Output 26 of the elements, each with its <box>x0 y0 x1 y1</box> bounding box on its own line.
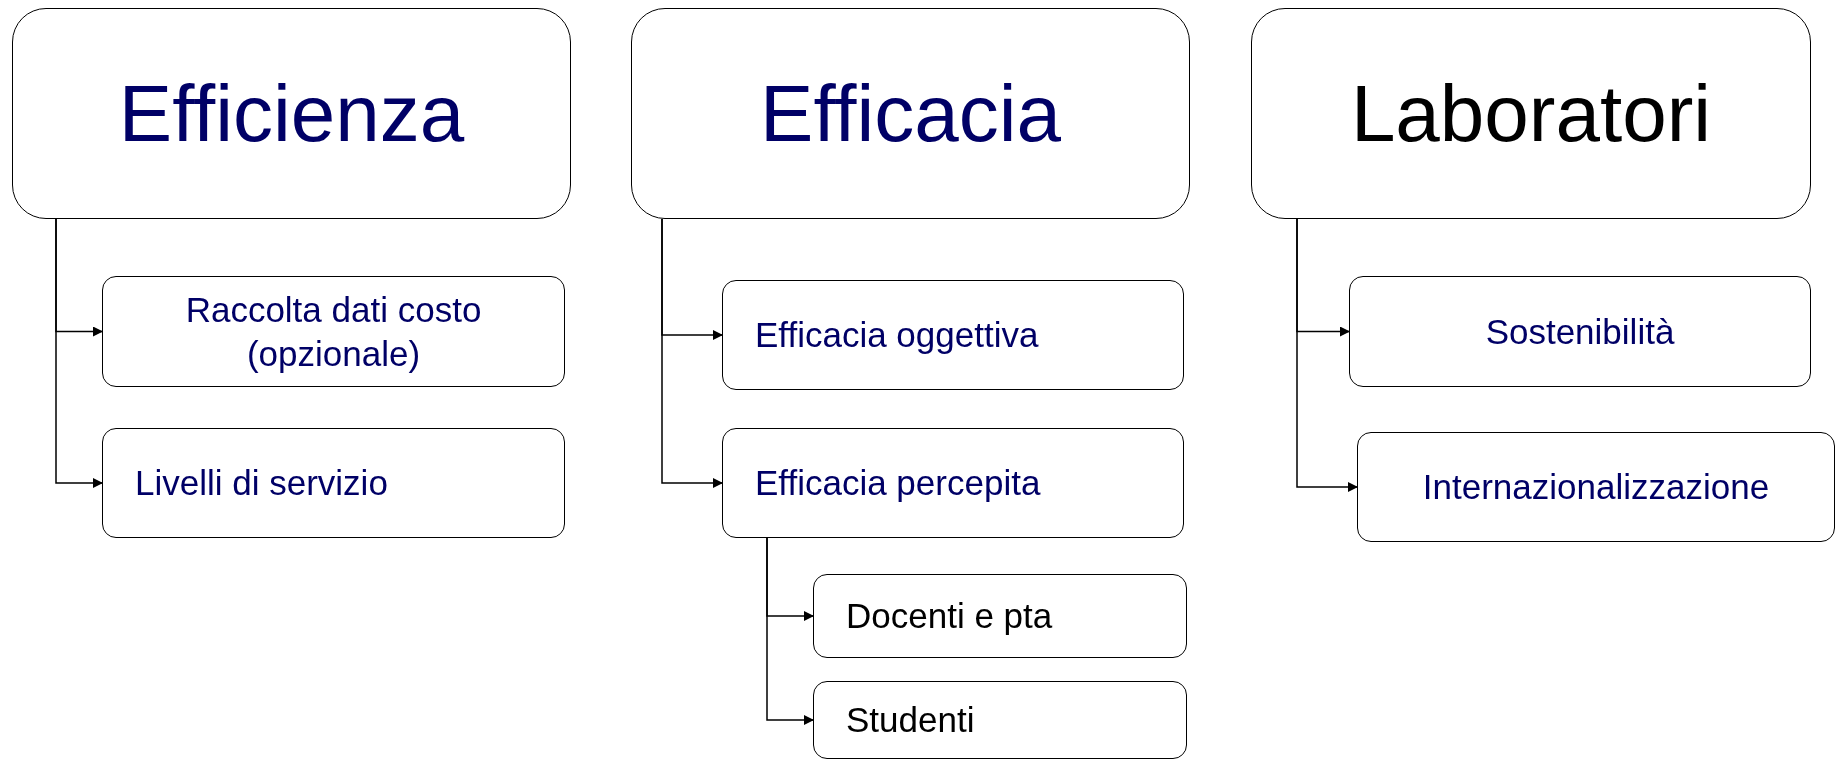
box-label: Raccolta dati costo (opzionale) <box>184 288 483 375</box>
box-label: Efficienza <box>117 67 466 160</box>
item-box <box>813 681 1187 759</box>
box-label: Sostenibilità <box>1484 310 1676 353</box>
connector-arrow <box>766 537 814 725</box>
item-box <box>1349 276 1811 387</box>
box-label: Studenti <box>845 699 976 742</box>
box-label: Efficacia <box>759 67 1062 160</box>
box-label: Docenti e pta <box>845 595 1054 638</box>
category-box <box>1251 8 1811 219</box>
box-label: Livelli di servizio <box>134 462 389 505</box>
box-label: Efficacia oggettiva <box>754 314 1040 357</box>
item-box <box>722 280 1184 390</box>
box-label: Efficacia percepita <box>754 462 1042 505</box>
item-box <box>102 276 565 387</box>
item-box <box>1357 432 1835 542</box>
category-box <box>631 8 1190 219</box>
item-box <box>813 574 1187 658</box>
box-label: Laboratori <box>1349 67 1713 160</box>
category-box <box>12 8 571 219</box>
connector-arrow <box>1296 218 1358 492</box>
item-box <box>102 428 565 538</box>
connector-arrow <box>55 218 103 488</box>
item-box <box>722 428 1184 538</box>
box-label: Internazionalizzazione <box>1421 466 1771 509</box>
connector-arrow <box>661 218 723 488</box>
